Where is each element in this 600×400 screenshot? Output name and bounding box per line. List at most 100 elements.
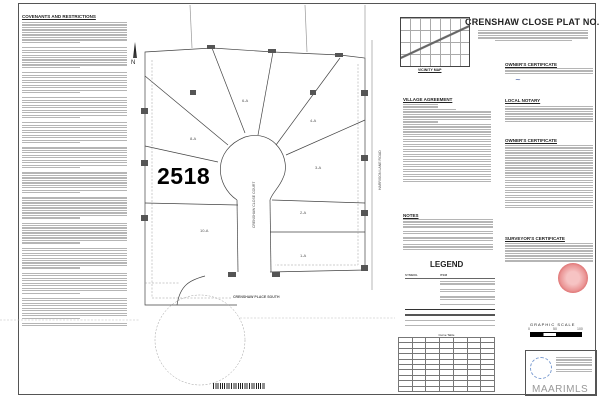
curve-table-row <box>398 358 495 365</box>
text-line <box>22 242 80 244</box>
text-line <box>22 192 80 194</box>
text-line <box>22 287 127 289</box>
text-line <box>22 112 127 114</box>
curve-table-row <box>398 380 495 387</box>
text-line <box>22 49 127 51</box>
lot-line <box>144 75 229 146</box>
text-line <box>22 259 127 262</box>
street-crenshaw-place-south: CRENSHAW PLACE SOUTH <box>233 295 280 299</box>
legend-header-item: ITEM <box>440 272 448 277</box>
text-line <box>22 89 127 91</box>
text-line <box>22 157 127 159</box>
text-line <box>22 305 127 307</box>
text-line <box>22 179 127 182</box>
text-line <box>22 152 127 154</box>
curve-table-row <box>398 374 495 382</box>
watermark: MAARIMLS <box>532 384 589 395</box>
text-line <box>22 177 127 179</box>
text-line <box>22 162 127 164</box>
text-line <box>22 167 80 169</box>
text-line <box>22 312 127 314</box>
vicinity-map <box>400 17 470 67</box>
curve-table-row <box>398 385 495 392</box>
dashed-circle <box>154 294 246 386</box>
text-line <box>22 204 127 207</box>
text-line <box>22 139 127 141</box>
village-agreement-heading: VILLAGE AGREEMENT <box>403 97 453 102</box>
road-edge <box>236 199 239 273</box>
text-line <box>22 317 80 319</box>
text-line <box>22 174 127 177</box>
text-line <box>22 250 127 252</box>
plat-boundary <box>144 75 237 306</box>
text-line <box>22 264 127 267</box>
text-line <box>22 164 127 166</box>
vicinity-map-caption: VICINITY MAP <box>418 68 442 72</box>
cul-de-sac <box>220 135 286 201</box>
text-line <box>22 109 127 111</box>
lot-line <box>285 119 366 156</box>
legend-title: LEGEND <box>430 260 464 269</box>
text-line <box>22 222 127 224</box>
lot-line <box>275 57 341 146</box>
text-line <box>22 300 127 302</box>
plat-number: 2518 <box>157 163 211 189</box>
graphic-scale-title: GRAPHIC SCALE <box>530 322 576 327</box>
owner-signature: ~ <box>515 76 521 84</box>
text-line <box>22 82 127 84</box>
text-line <box>22 307 127 309</box>
text-line <box>22 39 127 41</box>
lot-label-6a: 6-A <box>242 98 249 103</box>
text-line <box>22 232 127 234</box>
legend-header-symbol: SYMBOL <box>405 272 418 277</box>
text-line <box>22 282 127 284</box>
title-block <box>525 350 597 396</box>
street-harrison-lane: HARRISON LANE ROAD <box>378 150 382 190</box>
text-line <box>22 252 127 254</box>
text-line <box>22 292 80 294</box>
lot-label-3a: 3-A <box>315 165 322 170</box>
text-line <box>22 187 127 189</box>
surveyors-certificate-heading: SURVEYOR'S CERTIFICATE <box>505 236 565 241</box>
text-line <box>22 59 127 61</box>
text-line <box>22 154 127 156</box>
curve-table-row <box>398 336 495 344</box>
text-line <box>22 189 127 191</box>
text-line <box>22 207 127 209</box>
text-line <box>22 26 127 29</box>
text-line <box>22 129 127 131</box>
text-line <box>22 184 127 186</box>
text-line <box>22 159 127 161</box>
text-line <box>22 322 127 324</box>
lot-line <box>211 47 246 134</box>
surveyor-seal <box>558 263 588 293</box>
local-notary-heading: LOCAL NOTARY <box>505 98 541 103</box>
text-line <box>22 277 127 279</box>
text-line <box>22 302 127 304</box>
text-line <box>22 114 127 116</box>
plat-title: CRENSHAW CLOSE PLAT NO. 1-A <box>465 17 600 27</box>
text-line <box>22 102 127 104</box>
lot-line <box>144 202 239 206</box>
notes-heading: NOTES <box>403 213 419 218</box>
text-line <box>22 47 127 49</box>
road-edge <box>269 199 272 273</box>
text-line <box>22 66 80 69</box>
text-line <box>22 64 127 66</box>
text-line <box>22 87 127 89</box>
text-line <box>22 97 127 99</box>
lot-label-8a: 8-A <box>190 136 197 141</box>
lot-label-4a: 4-A <box>310 118 317 123</box>
text-line <box>22 209 127 212</box>
text-line <box>22 182 127 184</box>
text-line <box>22 41 80 44</box>
text-line <box>22 137 127 139</box>
text-line <box>22 310 127 312</box>
text-line <box>22 22 127 24</box>
text-line <box>22 315 127 317</box>
text-line <box>22 57 127 59</box>
text-line <box>22 247 127 249</box>
text-line <box>22 104 127 106</box>
text-line <box>22 61 127 64</box>
text-line <box>22 72 127 74</box>
